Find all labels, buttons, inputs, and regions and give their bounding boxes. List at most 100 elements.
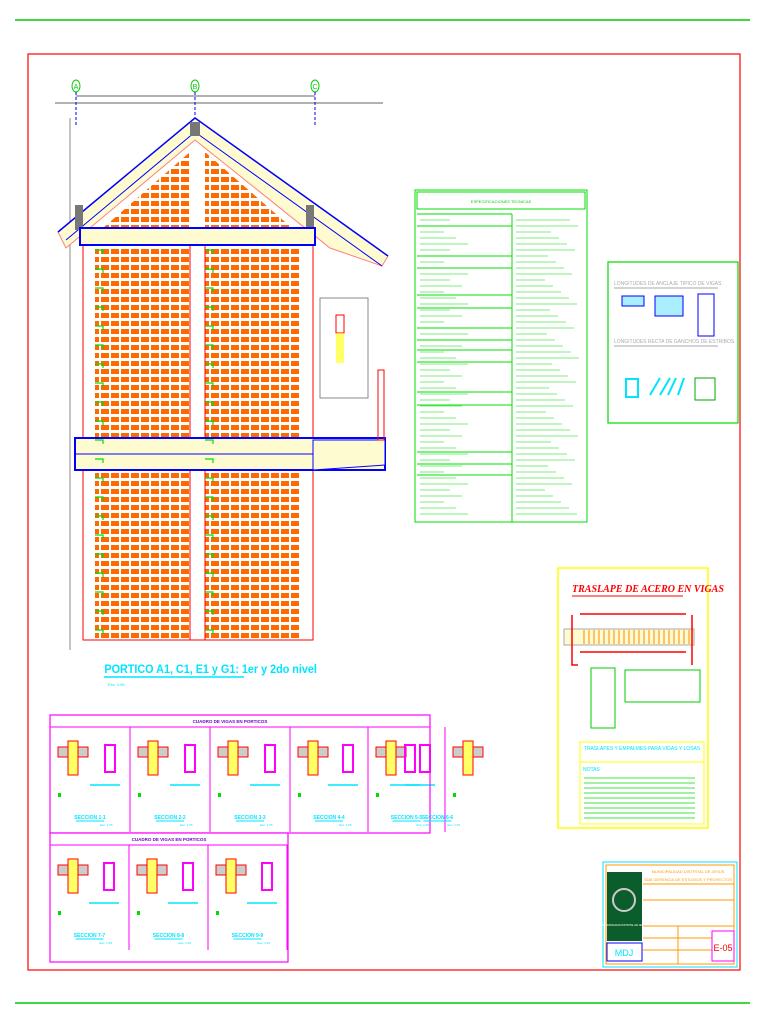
stirrup-marker	[95, 325, 104, 330]
stirrup-marker	[205, 477, 214, 482]
section-label: SECCION 5-5	[391, 815, 423, 821]
section-scale: Esc. 1:25	[258, 941, 271, 945]
stirrup-marker	[205, 553, 214, 558]
anchorage-title: LONGITUDES DE ANCLAJE TIPICO DE VIGAS	[614, 281, 722, 287]
stirrup-marker	[205, 268, 214, 273]
stirrup-marker	[205, 306, 214, 311]
sections-title: CUADRO DE VIGAS EN PORTICOS	[193, 719, 268, 724]
stirrup-marker	[205, 629, 214, 634]
axis-c: C	[310, 79, 320, 125]
section-scale: Esc. 1:25	[448, 823, 461, 827]
section-scale: Esc. 1:25	[339, 823, 352, 827]
section-label: SECCION 9-9	[232, 933, 264, 939]
stirrup-marker	[205, 249, 214, 254]
stirrup-marker	[205, 610, 214, 615]
stirrup-marker	[95, 496, 104, 501]
stirrup-marker	[205, 458, 214, 463]
notes-label: NOTAS	[583, 767, 601, 773]
section-label: SECCION 6-6	[422, 815, 454, 821]
stirrup-marker	[205, 401, 214, 406]
org-name: MUNICIPALIDAD DISTRITAL DE JESUS	[652, 869, 725, 874]
sheet-number: E-05	[713, 943, 732, 953]
section-label: SECCION 7-7	[74, 933, 106, 939]
stirrup-marker	[95, 515, 104, 520]
stirrup-marker	[205, 382, 214, 387]
cantilever	[312, 439, 386, 471]
stirrup-marker	[95, 534, 104, 539]
stirrup-marker	[205, 287, 214, 292]
portico-elevation: A B C	[55, 79, 389, 687]
beam-upper	[79, 227, 316, 246]
section-label: SECCION 8-8	[153, 933, 185, 939]
axis-label: B	[193, 84, 198, 91]
specifications-table: ESPECIFICACIONES TECNICAS	[414, 189, 588, 523]
stirrup-marker	[95, 287, 104, 292]
stirrup-marker	[205, 363, 214, 368]
stirrup-marker	[205, 591, 214, 596]
portico-scale: Esc. 1:50	[108, 682, 125, 687]
stirrup-hooks-title: LONGITUDES RECTA DE GANCHOS DE ESTRIBOS	[614, 339, 735, 345]
section-scale: Esc. 1:25	[179, 941, 192, 945]
stirrup-marker	[95, 268, 104, 273]
stirrup-marker	[95, 382, 104, 387]
stirrup-marker	[205, 439, 214, 444]
stirrup-marker	[205, 572, 214, 577]
stirrup-marker	[95, 553, 104, 558]
stirrup-marker	[205, 534, 214, 539]
section-label: SECCION 1-1	[74, 815, 106, 821]
stirrup-marker	[205, 420, 214, 425]
stirrup-marker	[95, 477, 104, 482]
axis-label: A	[74, 84, 79, 91]
stirrup-marker	[205, 515, 214, 520]
logo-text: MUNICIPALIDAD DISTRITAL DE JESUS	[601, 924, 647, 927]
specs-header: ESPECIFICACIONES TECNICAS	[471, 199, 532, 204]
logo	[607, 872, 642, 941]
axis-label: C	[312, 84, 317, 91]
stirrup-marker	[95, 458, 104, 463]
org-abbreviation: MDJ	[615, 948, 634, 958]
stirrup-marker	[205, 344, 214, 349]
stirrup-marker	[205, 496, 214, 501]
traslape-subtitle: TRASLAPES Y EMPALMES PARA VIGAS Y LOSAS	[584, 746, 701, 752]
beam-sections-table: CUADRO DE VIGAS EN PORTICOS CUADRO DE VI…	[49, 714, 484, 963]
anchorage-details: LONGITUDES DE ANCLAJE TIPICO DE VIGAS LO…	[607, 261, 739, 424]
stirrup-marker	[95, 401, 104, 406]
traslape-title: TRASLAPE DE ACERO EN VIGAS	[572, 584, 724, 595]
stirrup-markers	[95, 249, 214, 634]
section-label: SECCION 2-2	[154, 815, 186, 821]
drawing-frame	[27, 53, 741, 971]
roof-rafters	[57, 117, 389, 267]
stirrup-marker	[95, 249, 104, 254]
stirrup-marker	[95, 344, 104, 349]
department-name: SUB GERENCIA DE ESTUDIOS Y PROYECTOS	[644, 877, 732, 882]
stirrup-marker	[95, 610, 104, 615]
axis-a: A	[71, 79, 81, 125]
stirrup-marker	[95, 363, 104, 368]
section-label: SECCION 4-4	[313, 815, 345, 821]
stirrup-marker	[95, 306, 104, 311]
stirrup-marker	[205, 325, 214, 330]
section-scale: Esc. 1:25	[100, 823, 113, 827]
portico-title: PORTICO A1, C1, E1 y G1: 1er y 2do nivel	[104, 664, 317, 677]
stirrup-marker	[95, 572, 104, 577]
section-scale: Esc. 1:25	[100, 941, 113, 945]
stirrup-marker	[95, 439, 104, 444]
stirrup-marker	[95, 591, 104, 596]
section-scale: Esc. 1:25	[260, 823, 273, 827]
traslape-details: TRASLAPE DE ACERO EN VIGAS TRASLAPES Y E…	[557, 567, 724, 829]
title-block: MUNICIPALIDAD DISTRITAL DE JESUS MDJ MUN…	[601, 861, 738, 968]
section-scale: Esc. 1:25	[180, 823, 193, 827]
stirrup-marker	[95, 629, 104, 634]
section-scale: Esc. 1:25	[417, 823, 430, 827]
brick-wall	[95, 152, 300, 640]
sections-title-2: CUADRO DE VIGAS EN PORTICOS	[132, 837, 207, 842]
